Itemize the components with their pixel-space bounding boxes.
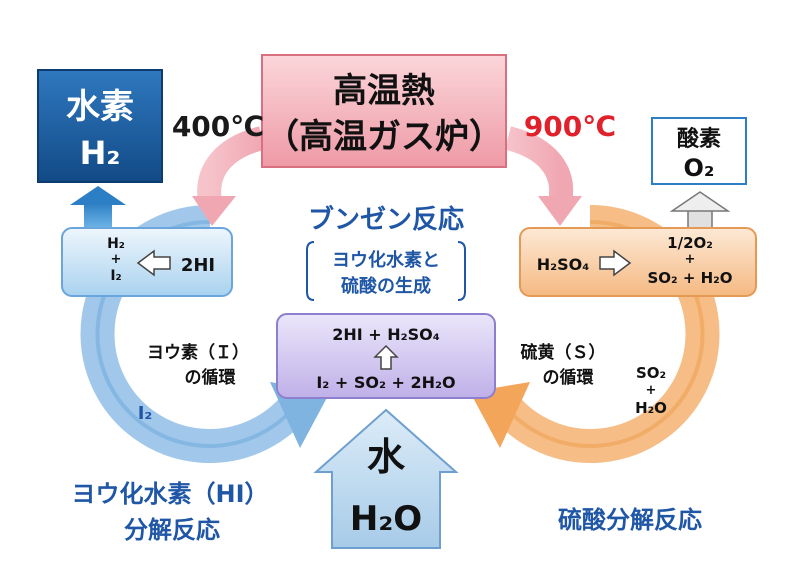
oxygen-name: 酸素: [677, 126, 721, 152]
left-arrow-icon: [136, 249, 171, 277]
sulfur-side-so2: SO₂: [636, 364, 666, 382]
h2so4-label: H₂SO₄: [537, 255, 590, 274]
h2so4-plus: +: [685, 252, 696, 267]
bunsen-reaction-title: ブンゼン反応: [308, 204, 464, 235]
heat-source-label: （高温ガス炉）: [265, 117, 503, 157]
hi-box-2hi: 2HI: [181, 255, 215, 276]
sulfur-cycle-line2: の循環: [543, 367, 595, 388]
hi-decomposition-label-line2: 分解反応: [124, 516, 220, 544]
h2so4-so2-h2o: SO₂ + H₂O: [647, 269, 732, 287]
sulfur-side-plus: +: [646, 383, 657, 398]
bunsen-sub-line2: 硫酸の生成: [341, 275, 431, 297]
hydrogen-name: 水素: [66, 87, 134, 127]
bunsen-reaction-box: 2HI + H₂SO₄ I₂ + SO₂ + 2H₂O: [276, 313, 496, 399]
iodine-cycle-line2: の循環: [185, 367, 237, 388]
iodine-side-label: I₂: [138, 403, 153, 424]
heat-source-box: 高温熱 （高温ガス炉）: [261, 54, 507, 168]
water-input-arrow: 水 H₂O: [313, 408, 459, 549]
sulfuric-acid-decomposition-label: 硫酸分解反応: [558, 506, 702, 534]
sulfur-side-h2o: H₂O: [635, 399, 667, 417]
hi-decomposition-box: H₂ + I₂ 2HI: [61, 227, 233, 297]
hydrogen-box: 水素 H₂: [37, 69, 163, 183]
heat-label: 高温熱: [333, 71, 435, 111]
sulfur-cycle-line1: 硫黄（Ｓ）: [521, 342, 606, 363]
temperature-900: 900℃: [524, 110, 616, 143]
temperature-400: 400℃: [172, 110, 264, 143]
oxygen-formula: O₂: [684, 154, 715, 182]
h2so4-decomposition-box: H₂SO₄ 1/2O₂ + SO₂ + H₂O: [519, 227, 757, 297]
hydrogen-output-arrow: [70, 186, 126, 227]
bunsen-products: 2HI + H₂SO₄: [332, 325, 440, 344]
hi-box-i2: I₂: [110, 268, 121, 284]
oxygen-box: 酸素 O₂: [651, 117, 747, 185]
oxygen-output-arrow: [669, 191, 731, 229]
heat-arrow-left: [192, 126, 266, 226]
bunsen-reactants: I₂ + SO₂ + 2H₂O: [316, 373, 455, 392]
heat-arrow-right: [504, 126, 582, 226]
h2so4-o2: 1/2O₂: [667, 234, 713, 252]
hydrogen-formula: H₂: [80, 134, 121, 172]
hi-box-h2: H₂: [107, 236, 125, 252]
bunsen-sub-line1: ヨウ化水素と: [332, 249, 440, 271]
water-name: 水: [367, 435, 406, 479]
iodine-cycle-line1: ヨウ素（Ｉ）: [147, 342, 249, 363]
hi-box-plus: +: [111, 252, 122, 267]
bunsen-subtitle: ヨウ化水素と 硫酸の生成: [306, 241, 466, 301]
right-arrow-icon: [599, 249, 632, 277]
up-arrow-icon: [373, 344, 399, 370]
water-formula: H₂O: [350, 499, 422, 539]
hi-decomposition-label-line1: ヨウ化水素（HI）: [71, 480, 268, 508]
